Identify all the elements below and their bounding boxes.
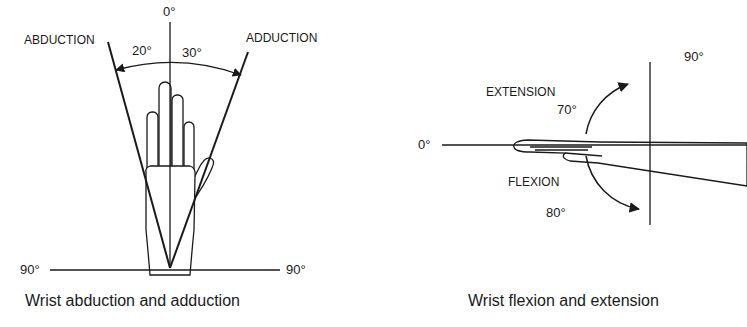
angle-label: 90° <box>20 263 40 276</box>
abduction-line <box>108 42 170 268</box>
reference-line <box>50 269 280 271</box>
movement-label: ABDUCTION <box>24 34 95 46</box>
reference-line <box>169 22 170 268</box>
angle-label: 0° <box>418 138 430 151</box>
angle-label: 90° <box>684 50 704 63</box>
angle-label: 30° <box>182 46 202 59</box>
movement-label: FLEXION <box>508 176 559 188</box>
angle-label: 0° <box>163 5 175 18</box>
angle-label: 80° <box>546 206 566 219</box>
figure-caption: Wrist flexion and extension <box>468 293 659 309</box>
figure-caption: Wrist abduction and adduction <box>25 293 240 309</box>
movement-label: ADDUCTION <box>246 32 317 44</box>
angle-label: 70° <box>557 103 577 116</box>
extension-arrow <box>586 84 628 134</box>
reference-line <box>649 62 650 225</box>
movement-label: EXTENSION <box>486 86 555 98</box>
adduction-line <box>170 52 248 268</box>
angle-label: 20° <box>132 44 152 57</box>
angle-label: 90° <box>286 263 306 276</box>
flexion-arrow <box>586 156 639 209</box>
hand-front-view <box>146 82 214 275</box>
range-arc <box>116 63 241 75</box>
reference-line <box>442 144 747 146</box>
